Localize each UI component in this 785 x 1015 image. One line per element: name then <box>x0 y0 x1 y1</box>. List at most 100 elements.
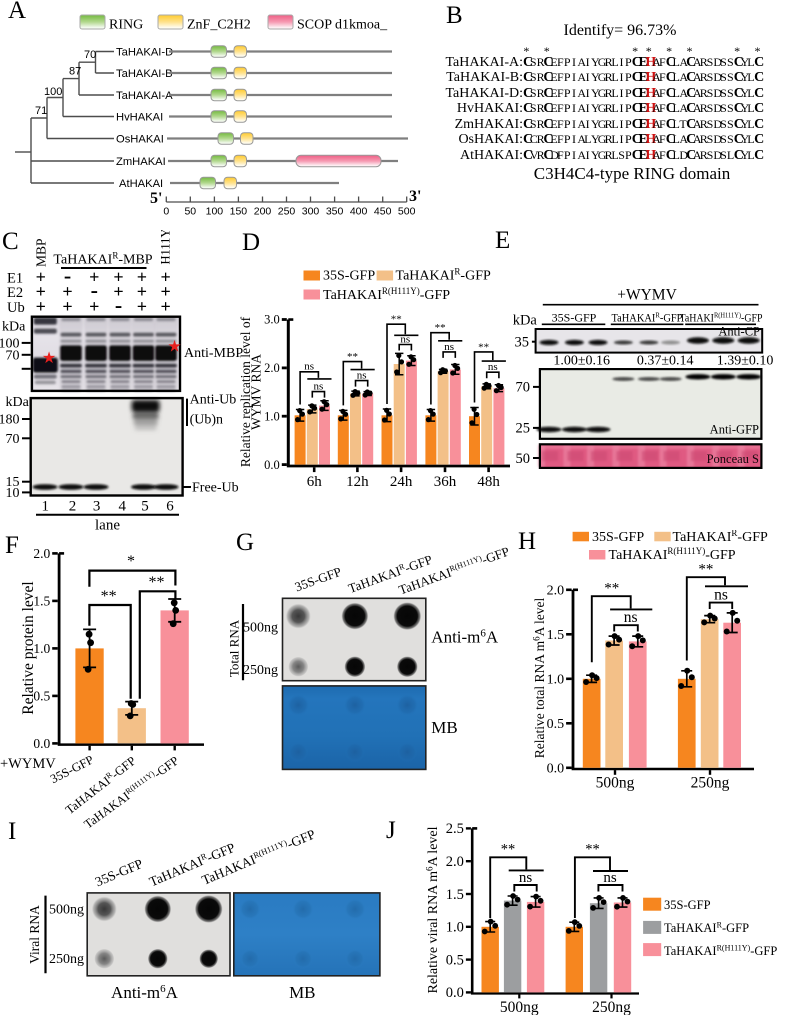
svg-text:**: ** <box>478 341 489 353</box>
svg-text:350: 350 <box>326 206 344 218</box>
svg-text:kDa: kDa <box>6 395 30 410</box>
svg-text:+: + <box>89 267 99 287</box>
svg-text:+: + <box>137 297 147 317</box>
svg-text:0.0: 0.0 <box>33 736 50 751</box>
svg-text:Ub: Ub <box>7 300 25 316</box>
svg-text:35S-GFP: 35S-GFP <box>93 856 145 889</box>
svg-text:500: 500 <box>398 206 416 218</box>
svg-text:0.0: 0.0 <box>547 762 565 777</box>
svg-text:35S-GFP: 35S-GFP <box>664 898 711 912</box>
svg-text:(Ub)n: (Ub)n <box>190 413 223 428</box>
svg-text:OsHAKAI: OsHAKAI <box>116 134 164 146</box>
svg-text:300: 300 <box>302 206 320 218</box>
svg-text:70: 70 <box>6 432 20 447</box>
svg-text:MB: MB <box>289 983 315 1002</box>
svg-text:4: 4 <box>119 499 127 515</box>
svg-text:**: ** <box>501 842 516 858</box>
svg-text:H111Y: H111Y <box>159 230 173 265</box>
svg-text:24h: 24h <box>390 474 413 490</box>
svg-text:35S-GFP: 35S-GFP <box>293 564 344 595</box>
svg-text:**: ** <box>101 588 117 605</box>
svg-text:TaHAKAIR-GFP: TaHAKAIR-GFP <box>673 530 768 545</box>
svg-text:87: 87 <box>69 66 81 78</box>
svg-text:ns: ns <box>603 870 617 886</box>
svg-text:TaHAKAIR-GFP: TaHAKAIR-GFP <box>396 267 491 284</box>
svg-text:400: 400 <box>350 206 368 218</box>
svg-text:180: 180 <box>0 413 20 428</box>
svg-text:5: 5 <box>141 499 149 515</box>
svg-text:0.5: 0.5 <box>547 717 565 732</box>
svg-text:35S-GFP: 35S-GFP <box>552 311 597 325</box>
svg-text:TaHAKIR(H111Y)-GFP: TaHAKIR(H111Y)-GFP <box>680 311 763 325</box>
svg-text:1.00±0.16: 1.00±0.16 <box>553 354 610 369</box>
svg-text:100: 100 <box>44 86 62 98</box>
svg-text:100: 100 <box>0 337 20 352</box>
svg-text:Free-Ub: Free-Ub <box>192 481 239 496</box>
svg-text:TaHAKAIR-MBP: TaHAKAIR-MBP <box>53 251 152 268</box>
svg-text:1.5: 1.5 <box>547 628 565 643</box>
svg-text:+: + <box>113 282 123 302</box>
svg-text:**: ** <box>435 322 446 334</box>
svg-text:3.0: 3.0 <box>264 313 280 327</box>
svg-text:500ng: 500ng <box>500 999 539 1015</box>
svg-text:250ng: 250ng <box>243 663 278 678</box>
svg-text:48h: 48h <box>477 474 500 490</box>
svg-text:kDa: kDa <box>2 320 26 335</box>
svg-text:TaHAKAIR(H111Y)-GFP: TaHAKAIR(H111Y)-GFP <box>323 286 450 303</box>
svg-text:ns: ns <box>400 334 410 346</box>
svg-text:-: - <box>115 293 122 318</box>
svg-text:1.0: 1.0 <box>264 409 280 423</box>
svg-text:2.5: 2.5 <box>446 821 464 837</box>
svg-text:**: ** <box>585 842 600 858</box>
svg-text:Anti-m6A: Anti-m6A <box>431 628 499 647</box>
svg-text:-: - <box>64 263 71 288</box>
svg-text:3': 3' <box>409 188 421 205</box>
svg-text:ns: ns <box>714 587 728 604</box>
svg-text:+: + <box>62 297 72 317</box>
svg-text:Relative total RNA m6A level: Relative total RNA m6A level <box>532 598 548 759</box>
svg-text:MBP: MBP <box>34 238 49 267</box>
svg-text:25: 25 <box>516 421 531 437</box>
svg-text:0.0: 0.0 <box>446 985 464 1001</box>
svg-text:Viral RNA: Viral RNA <box>27 905 42 964</box>
svg-text:0.37±0.14: 0.37±0.14 <box>637 354 694 369</box>
svg-text:450: 450 <box>374 206 392 218</box>
svg-text:RING: RING <box>109 18 143 33</box>
svg-text:ns: ns <box>444 341 454 353</box>
svg-text:2.0: 2.0 <box>547 584 565 599</box>
svg-text:Anti-GFP: Anti-GFP <box>710 423 759 437</box>
svg-text:250ng: 250ng <box>691 774 730 791</box>
svg-text:0.5: 0.5 <box>33 688 50 703</box>
svg-text:Total RNA: Total RNA <box>230 619 242 677</box>
svg-text:5': 5' <box>150 190 162 207</box>
svg-text:TaHAKAI-A: TaHAKAI-A <box>116 90 173 102</box>
svg-text:+: + <box>36 282 46 302</box>
svg-text:ns: ns <box>519 870 533 886</box>
svg-text:Anti-CP: Anti-CP <box>718 325 760 339</box>
svg-text:1.5: 1.5 <box>33 593 50 608</box>
svg-text:**: ** <box>391 314 402 326</box>
svg-text:+: + <box>160 282 170 302</box>
svg-text:71: 71 <box>35 105 47 117</box>
svg-text:36h: 36h <box>434 474 457 490</box>
svg-text:35: 35 <box>515 335 530 351</box>
svg-text:1.0: 1.0 <box>446 920 464 936</box>
svg-text:100: 100 <box>206 206 224 218</box>
svg-text:1.0: 1.0 <box>33 641 50 656</box>
svg-text:250ng: 250ng <box>592 999 631 1015</box>
svg-text:TaHAKAIR(H111Y)-GFP: TaHAKAIR(H111Y)-GFP <box>609 546 736 563</box>
svg-text:1.5: 1.5 <box>446 887 464 903</box>
svg-text:kDa: kDa <box>513 313 538 329</box>
svg-text:★: ★ <box>42 350 56 367</box>
svg-text:+WYMV: +WYMV <box>617 287 677 304</box>
svg-text:*: * <box>127 553 135 570</box>
svg-text:Relative viral RNA m6A level: Relative viral RNA m6A level <box>425 826 442 993</box>
svg-text:500ng: 500ng <box>243 621 278 636</box>
svg-text:1.39±0.10: 1.39±0.10 <box>717 354 774 369</box>
svg-text:+: + <box>36 297 46 317</box>
svg-text:0.5: 0.5 <box>446 952 464 968</box>
svg-text:Relative replication level of: Relative replication level of <box>240 316 253 467</box>
svg-text:250: 250 <box>278 206 296 218</box>
svg-text:0: 0 <box>163 206 169 218</box>
svg-text:lane: lane <box>95 518 120 534</box>
